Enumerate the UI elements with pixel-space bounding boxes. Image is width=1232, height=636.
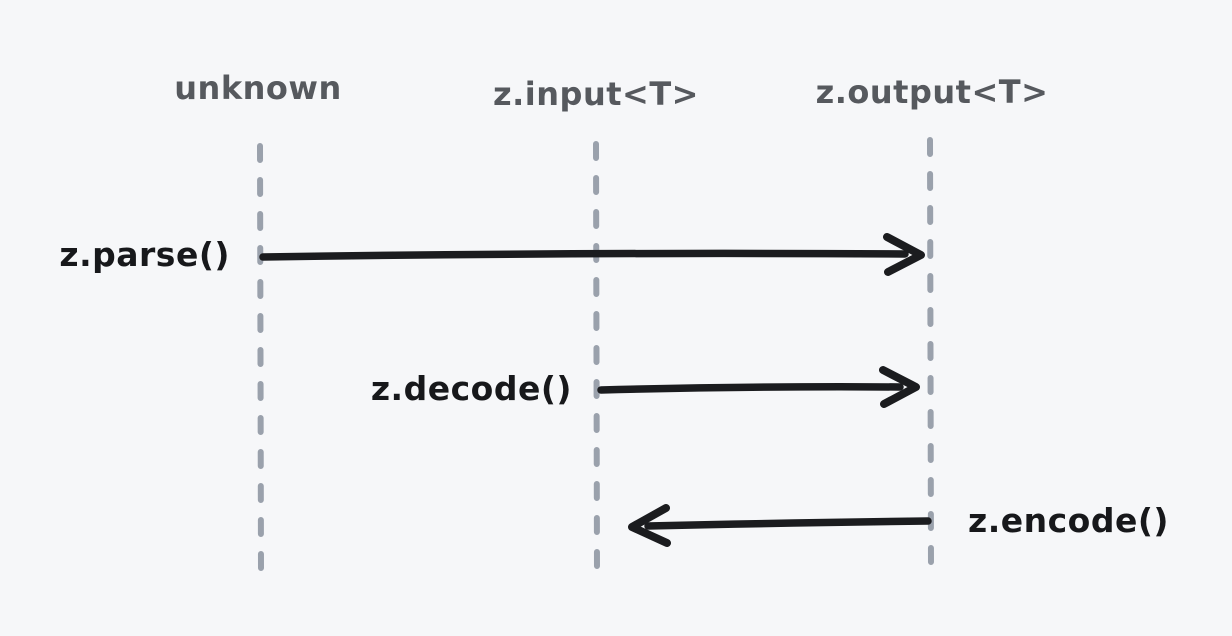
arrow-right-icon xyxy=(883,233,925,276)
message-arrow-decode xyxy=(597,366,920,408)
lifeline-input xyxy=(593,141,600,577)
lifeline-header-output: z.output<T> xyxy=(815,73,1049,111)
message-label-decode: z.decode() xyxy=(370,369,572,408)
lifeline-header-input: z.input<T> xyxy=(493,75,699,113)
lifeline-unknown xyxy=(257,143,264,575)
message-label-parse: z.parse() xyxy=(59,235,230,274)
lifeline-header-unknown: unknown xyxy=(174,69,342,107)
arrow-left-icon xyxy=(628,504,671,547)
message-arrow-parse xyxy=(259,233,925,276)
message-arrow-encode xyxy=(628,504,932,547)
lifeline-output xyxy=(927,137,934,573)
message-label-encode: z.encode() xyxy=(968,501,1170,540)
arrow-right-icon xyxy=(879,366,920,408)
